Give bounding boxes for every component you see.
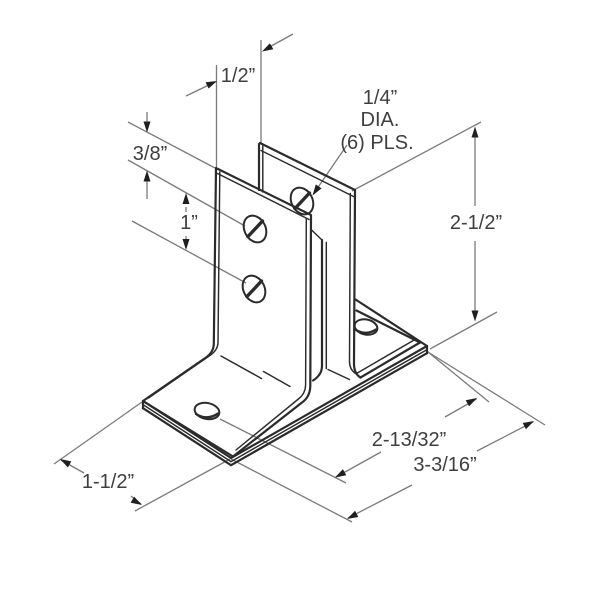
dim-height-label: 2-1/2” <box>450 212 502 234</box>
base-hole-front <box>193 401 221 421</box>
front-ear-hole-upper <box>242 214 268 244</box>
hole-note-line2: DIA. <box>361 109 400 131</box>
base-holes <box>193 318 379 421</box>
dim-width-label: 1-1/2” <box>82 471 134 493</box>
front-ear-hole-lower <box>241 274 267 304</box>
dimension-labels: 1/2” 3/8” 1” 1/4” DIA. (6) PLS. 2-1/2” 2… <box>82 65 502 493</box>
dim-hole-edge-label: 2-13/32” <box>372 429 447 451</box>
bracket <box>141 141 429 467</box>
dim-offset-label: 3/8” <box>133 143 167 165</box>
dim-spacing-label: 1” <box>180 212 198 234</box>
rear-ear <box>257 141 422 382</box>
hole-note-line1: 1/4” <box>363 87 397 109</box>
dimension-arrowheads <box>60 43 534 519</box>
bend-line <box>220 355 263 380</box>
dim-length-label: 3-3/16” <box>413 454 476 476</box>
base-hole-rear <box>353 318 379 336</box>
dimension-lines <box>53 33 546 523</box>
hole-note-line3: (6) PLS. <box>340 132 413 154</box>
dim-gap-label: 1/2” <box>221 65 255 87</box>
front-ear <box>141 166 313 458</box>
bend-line <box>262 370 291 388</box>
